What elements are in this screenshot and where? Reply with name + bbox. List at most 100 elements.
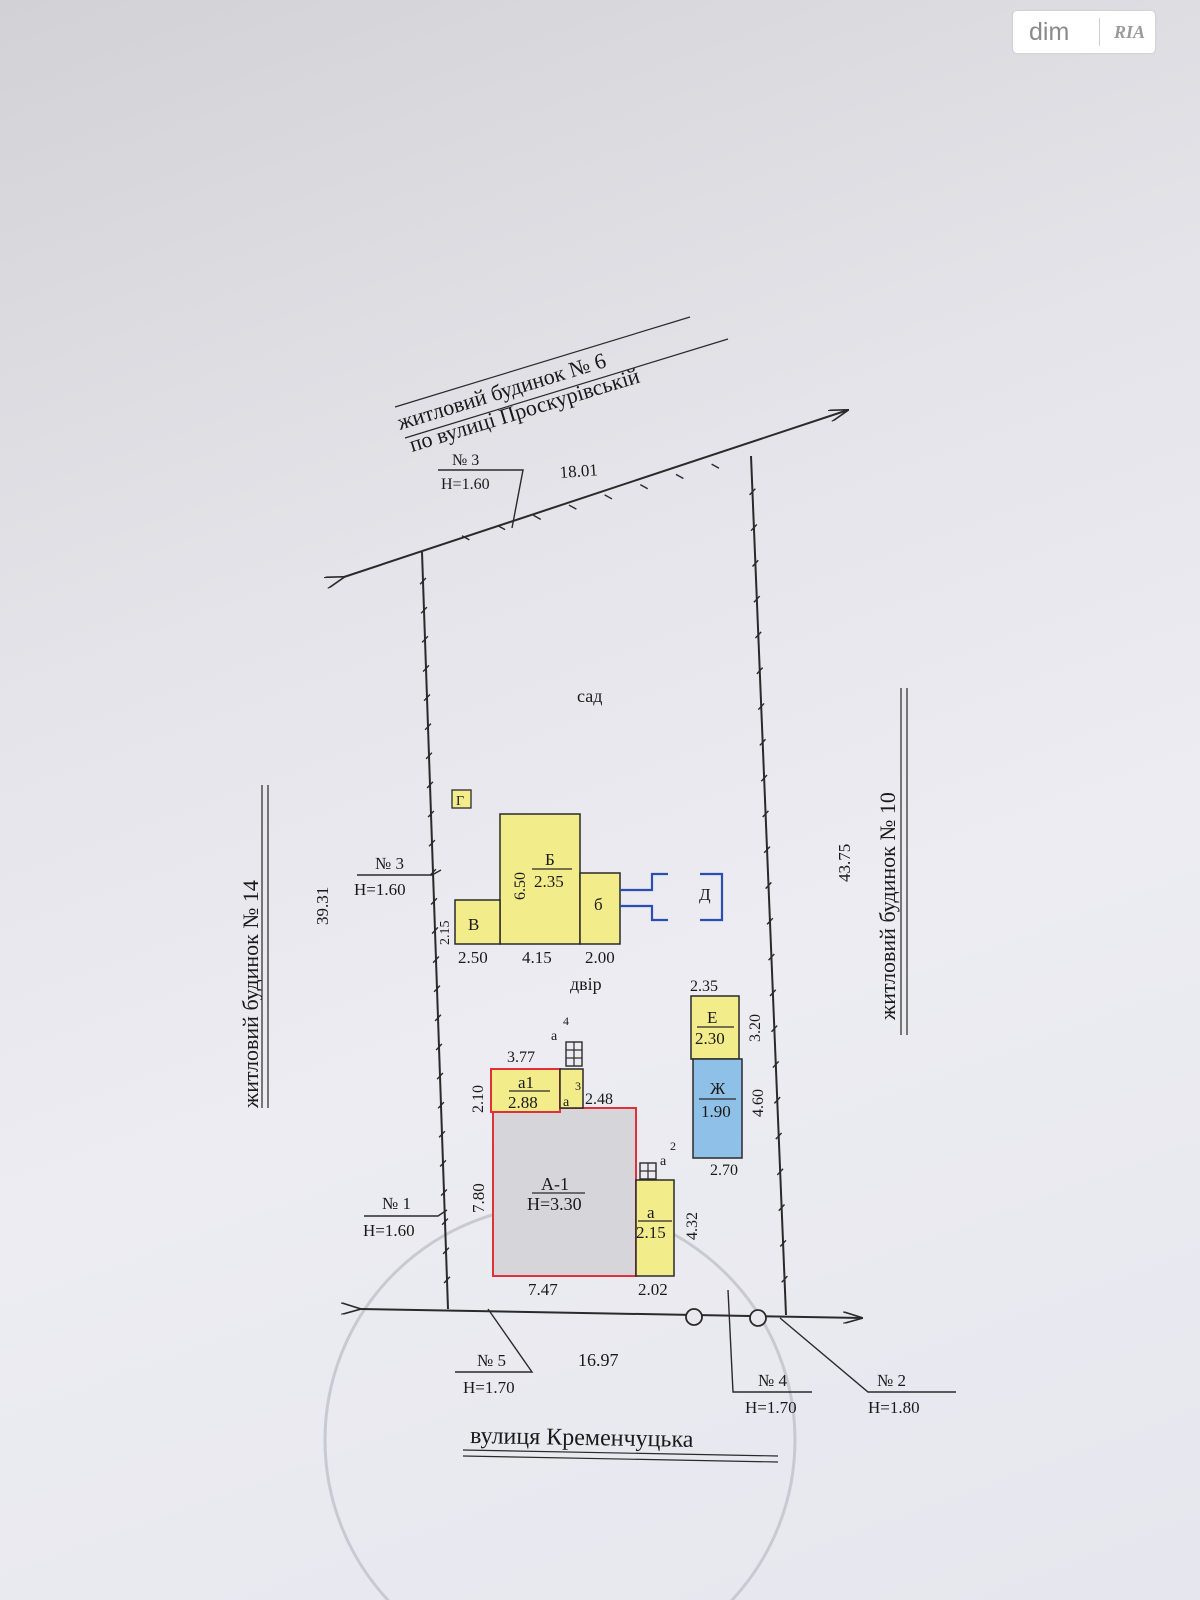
fence-tick (757, 702, 765, 711)
gate-post (749, 1309, 767, 1327)
fence-tick (437, 1101, 445, 1109)
zone-yard: двір (570, 974, 602, 994)
fence-tick (750, 523, 758, 532)
neighbor-right: житловий будинок № 10 (875, 792, 900, 1021)
fence-tick (765, 881, 772, 890)
fence-tick (438, 1130, 446, 1138)
underline (462, 1455, 779, 1463)
fence-tick (766, 917, 774, 925)
fence-tick (759, 738, 767, 746)
fence-tick (461, 535, 470, 541)
fence-leader-bottom-5 (455, 1308, 534, 1373)
building-a1-annex-width: 3.77 (507, 1049, 535, 1066)
fence-height: Н=1.60 (441, 476, 490, 493)
fence-number: № 3 (452, 452, 479, 469)
building-zh-value: 1.90 (701, 1102, 731, 1121)
building-b-width: 4.15 (522, 948, 552, 967)
building-a1-annex-depth: 2.10 (470, 1085, 487, 1113)
underline (394, 316, 691, 408)
fence-tick (420, 606, 428, 614)
fence-tick (439, 1159, 447, 1168)
fence-tick (770, 1025, 778, 1033)
fence-leader-left-lower (364, 1209, 448, 1217)
building-zh-letter: Ж (710, 1079, 726, 1098)
fence-number: № 1 (382, 1194, 411, 1213)
building-a3-letter: а (563, 1095, 570, 1110)
building-zh-width: 2.70 (710, 1162, 738, 1179)
building-e-width: 2.35 (690, 978, 718, 995)
fence-tick (442, 1247, 450, 1255)
fence-tick (760, 774, 768, 782)
fence-tick (432, 956, 440, 964)
boundary-bottom-length: 16.97 (578, 1350, 619, 1370)
building-a1-annex-letter: а1 (518, 1073, 534, 1092)
stairs-a2-sup: 2 (670, 1139, 676, 1153)
building-b-small-letter: б (594, 895, 603, 914)
gate-post (685, 1308, 703, 1326)
building-v-depth: 2.15 (438, 921, 453, 946)
fence-tick (778, 1204, 786, 1212)
fence-tick (424, 723, 432, 731)
underline (462, 1449, 779, 1457)
fence-tick (568, 504, 577, 510)
building-a1-width: 7.47 (528, 1280, 558, 1299)
top-boundary-line (344, 410, 848, 577)
fence-tick (756, 667, 764, 675)
fence-tick (433, 985, 441, 993)
fence-leader-left-upper (357, 869, 442, 876)
fence-tick (768, 953, 775, 961)
boundary-right-length: 43.75 (835, 844, 854, 882)
building-zh-depth: 4.60 (750, 1089, 767, 1117)
watermark-dim-text: dim (1029, 17, 1070, 46)
building-e-depth: 3.20 (747, 1014, 764, 1042)
fence-tick (440, 1188, 448, 1197)
stairs-a4-sup: 4 (563, 1014, 569, 1028)
fence-tick (639, 483, 649, 490)
boundary-left-length: 39.31 (313, 887, 332, 925)
fence-tick (434, 1014, 442, 1022)
stairs-a4-letter: а (551, 1029, 558, 1044)
building-v-letter: В (468, 915, 479, 934)
building-g (451, 789, 472, 809)
fence-tick (776, 1168, 784, 1176)
fence-tick (769, 989, 777, 997)
building-b-value: 2.35 (534, 872, 564, 891)
fence-tick (772, 1060, 780, 1069)
fence-tick (430, 897, 438, 905)
fence-tick (497, 524, 506, 531)
fence-callouts (357, 469, 956, 1393)
bottom-boundary-line (360, 1309, 862, 1318)
fence-height: Н=1.80 (868, 1398, 920, 1417)
building-a1-height: Н=3.30 (527, 1194, 582, 1214)
fence-number: № 5 (477, 1351, 506, 1370)
fence-height: Н=1.70 (463, 1378, 515, 1397)
stairs-a2-letter: а (660, 1154, 667, 1169)
fence-leader-bottom-2 (779, 1317, 956, 1393)
fence-leader-top (438, 469, 524, 529)
fence-tick (419, 577, 427, 585)
fence-leader-bottom-4 (727, 1289, 812, 1393)
dimria-watermark: dim RIA (1013, 11, 1155, 53)
fence-number: № 3 (375, 854, 404, 873)
fence-ticks (419, 463, 788, 1284)
fence-tick (762, 810, 769, 818)
structure-d-letter: Д (699, 885, 711, 904)
building-b-depth: 6.50 (512, 872, 529, 900)
building-e-letter: Е (707, 1008, 717, 1027)
building-v-width: 2.50 (458, 948, 488, 967)
fence-tick (427, 810, 435, 818)
fence-tick (763, 846, 771, 854)
building-zh (692, 1058, 743, 1159)
zone-garden: сад (577, 686, 602, 706)
building-g-label: Г (456, 794, 464, 809)
building-a-annex-letter: а (647, 1203, 655, 1222)
structure-d (620, 872, 724, 922)
fence-tick (425, 752, 433, 760)
fence-number: № 2 (877, 1371, 906, 1390)
building-a1-main (492, 1107, 637, 1277)
building-a3 (559, 1068, 584, 1109)
fence-tick (675, 473, 684, 480)
fence-tick (443, 1276, 451, 1284)
